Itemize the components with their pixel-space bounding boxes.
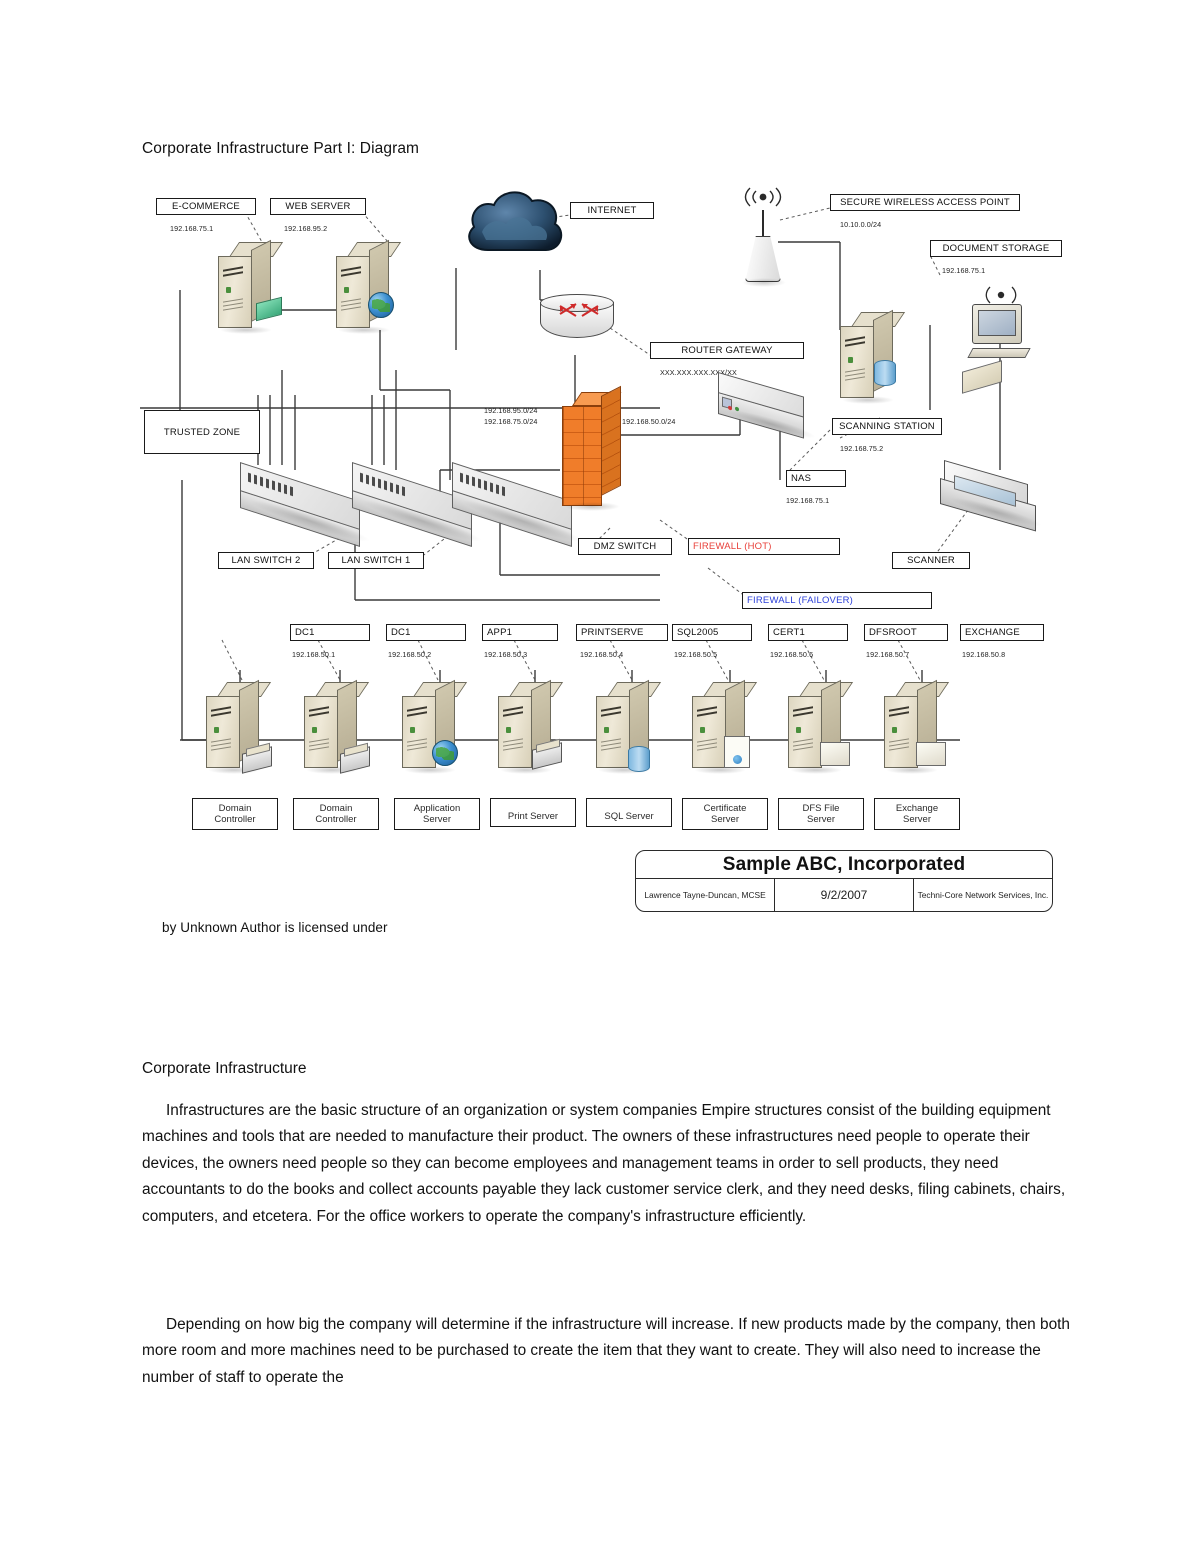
server-tower-1 (304, 679, 370, 774)
firewall-device (562, 385, 624, 512)
node-ip-webserver: 192.168.95.2 (284, 224, 328, 233)
firewall-subnet-left-1: 192.168.95.0/24 (484, 406, 538, 415)
server-label-4: SQL2005 (672, 624, 752, 641)
node-label-lanswitch1: LAN SWITCH 1 (328, 552, 424, 569)
node-ip-wap: 10.10.0.0/24 (840, 220, 882, 229)
wireless-signal-icon-ap (740, 184, 786, 208)
server-caption-7: Exchange Server (874, 798, 960, 831)
server-tower-2 (402, 679, 468, 774)
server-tower-0 (206, 679, 272, 774)
node-label-docstorage: DOCUMENT STORAGE (930, 240, 1062, 257)
server-ip-7: 192.168.50.8 (962, 650, 1006, 659)
diagram-connection-lines (140, 207, 1001, 741)
node-label-wap: SECURE WIRELESS ACCESS POINT (830, 194, 1020, 211)
certificate-icon (724, 736, 750, 768)
server-caption-2: Application Server (394, 798, 480, 831)
nas-device (712, 372, 822, 443)
server-ecommerce (218, 239, 284, 334)
node-ip-router: XXX.XXX.XXX.XXX/XX (660, 368, 737, 377)
title-block-firm: Techni-Core Network Services, Inc. (917, 889, 1049, 900)
node-label-firewall-hot: FIREWALL (HOT) (688, 538, 840, 555)
diagram-title-block: Sample ABC, Incorporated Lawrence Tayne-… (635, 850, 1053, 912)
firewall-subnet-right: 192.168.50.0/24 (622, 417, 676, 426)
server-ip-3: 192.168.50.4 (580, 650, 624, 659)
server-tower-6 (788, 679, 854, 774)
node-ip-docstorage: 192.168.75.1 (942, 266, 986, 275)
server-document-storage (840, 309, 906, 404)
page-title: Corporate Infrastructure Part I: Diagram (142, 140, 420, 157)
server-webserver (336, 239, 402, 334)
node-label-lanswitch2: LAN SWITCH 2 (218, 552, 314, 569)
node-label-scanner: SCANNER (892, 552, 970, 569)
database-cylinder-icon (628, 746, 650, 772)
section-heading: Corporate Infrastructure (142, 1060, 307, 1077)
body-paragraph-1: Infrastructures are the basic structure … (142, 1102, 1066, 1225)
server-caption-1: Domain Controller (293, 798, 379, 831)
internet-cloud-icon (460, 184, 570, 270)
node-label-nas: NAS (786, 470, 846, 487)
application-globe-icon (432, 740, 458, 766)
image-attribution-caption: by Unknown Author is licensed under (162, 920, 388, 935)
server-label-0: DC1 (290, 624, 370, 641)
folder-icon (820, 742, 850, 766)
server-caption-3: Print Server (490, 798, 576, 828)
title-block-row: Lawrence Tayne-Duncan, MCSE 9/2/2007 Tec… (636, 879, 1052, 911)
node-label-internet: INTERNET (570, 202, 654, 219)
server-tower-7 (884, 679, 950, 774)
server-ip-1: 192.168.50.2 (388, 650, 432, 659)
node-ip-ecommerce: 192.168.75.1 (170, 224, 214, 233)
scanner-device (940, 460, 1048, 532)
server-ip-5: 192.168.50.6 (770, 650, 814, 659)
server-label-6: DFSROOT (864, 624, 948, 641)
router-device (540, 292, 616, 354)
server-caption-6: DFS File Server (778, 798, 864, 831)
node-label-firewall-failover: FIREWALL (FAILOVER) (742, 592, 932, 609)
node-label-router: ROUTER GATEWAY (650, 342, 804, 359)
server-tower-4 (596, 679, 662, 774)
wireless-signal-icon-workstation (978, 282, 1024, 306)
server-caption-5: Certificate Server (682, 798, 768, 831)
node-label-webserver: WEB SERVER (270, 198, 366, 215)
storage-cylinder-icon (874, 360, 896, 386)
wireless-access-point-device (736, 194, 790, 290)
server-label-3: PRINTSERVE (576, 624, 668, 641)
firewall-subnet-left-2: 192.168.75.0/24 (484, 417, 538, 426)
server-label-2: APP1 (482, 624, 558, 641)
server-label-7: EXCHANGE (960, 624, 1044, 641)
server-ip-4: 192.168.50.5 (674, 650, 718, 659)
server-label-5: CERT1 (768, 624, 848, 641)
mail-folder-icon (916, 742, 946, 766)
web-globe-icon (368, 292, 394, 318)
server-caption-4: SQL Server (586, 798, 672, 828)
node-ip-nas: 192.168.75.1 (786, 496, 830, 505)
node-label-ecommerce: E-COMMERCE (156, 198, 256, 215)
server-caption-0: Domain Controller (192, 798, 278, 831)
title-block-date: 9/2/2007 (775, 879, 914, 911)
server-label-1: DC1 (386, 624, 466, 641)
server-ip-2: 192.168.50.3 (484, 650, 528, 659)
server-tower-3 (498, 679, 564, 774)
title-block-author: Lawrence Tayne-Duncan, MCSE (636, 879, 775, 911)
node-label-dmzswitch: DMZ SWITCH (578, 538, 672, 555)
body-paragraph-2: Depending on how big the company will de… (142, 1316, 1070, 1386)
node-label-trustedzone: TRUSTED ZONE (144, 410, 260, 454)
node-label-scanstation: SCANNING STATION (832, 418, 942, 435)
node-ip-scanstation: 192.168.75.2 (840, 444, 884, 453)
server-tower-5 (692, 679, 758, 774)
title-block-company: Sample ABC, Incorporated (636, 851, 1052, 879)
server-ip-0: 192.168.50.1 (292, 650, 336, 659)
network-diagram: E-COMMERCE 192.168.75.1 WEB SERVER 192.1… (140, 180, 1075, 920)
server-ip-6: 192.168.50.7 (866, 650, 910, 659)
workstation-device (967, 298, 1038, 376)
